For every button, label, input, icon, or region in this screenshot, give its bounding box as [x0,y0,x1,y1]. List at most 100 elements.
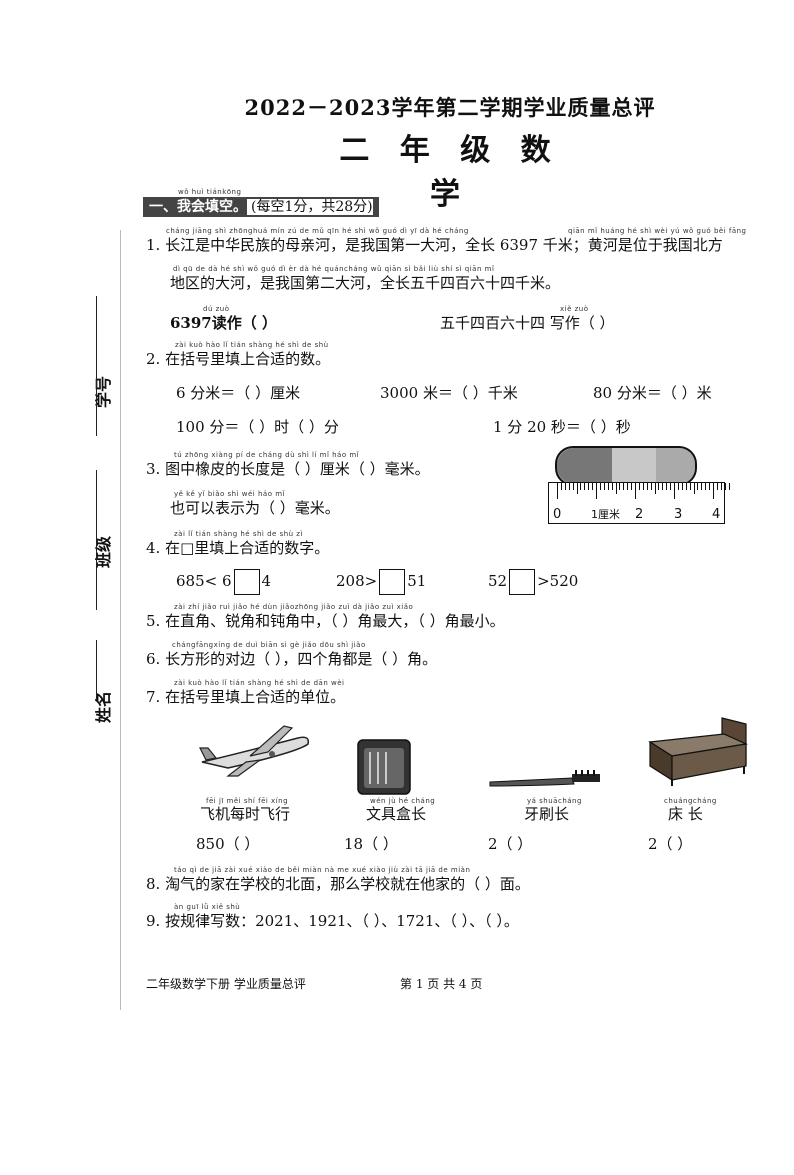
q4-pinyin: zài lǐ tián shàng hé shì de shù zì [174,530,303,538]
q1-line-2: 地区的大河，是我国第二大河，全长五千四百六十四千米。 [170,274,561,292]
ruler-label-3: 3 [674,507,683,522]
q3-line-2[interactable]: 也可以表示为（ ）毫米。 [170,499,340,517]
ruler-tick [654,483,656,494]
q7-item1-pinyin: fēi jī měi shí fēi xíng [206,797,289,805]
q7-item1-label: 飞机每时飞行 [200,805,291,823]
ruler-tick [701,483,703,490]
ruler-image: 0 1厘米 2 3 4 [548,482,730,524]
ruler-tick [677,483,679,490]
ruler-tick [580,483,582,490]
q4-a-box[interactable] [233,569,260,595]
ruler-tick [615,483,617,494]
q1-write-blank[interactable]: 五千四百六十四 写作（ ） [440,314,615,332]
airplane-image [199,725,310,777]
q3-pinyin-1: tú zhōng xiàng pí de cháng dù shì lí mǐ … [174,451,360,459]
ruler-tick [638,483,640,490]
ruler-tick [666,483,668,490]
q1-pinyin-3a: dú zuò [203,305,230,313]
q2-blank-4[interactable]: 100 分＝（ ）时（ ）分 [176,418,339,436]
ruler-tick [588,483,590,490]
name-label: 姓名 [94,690,114,724]
q7-item4-pinyin: chuángcháng [664,797,717,805]
q7-item4-label: 床 长 [668,805,703,823]
ruler-tick [623,483,625,490]
q1-pinyin-3b: xiě zuò [560,305,589,313]
ruler-tick [646,483,648,490]
q7-item3-answer[interactable]: 2（ ） [488,835,533,853]
ruler-tick [599,483,601,490]
q2-blank-1[interactable]: 6 分米＝（ ）厘米 [176,384,301,402]
q7-item2-answer[interactable]: 18（ ） [344,835,398,853]
ruler-tick [607,483,609,490]
ruler-tick [611,483,613,490]
subject-title: 二 年 级 数 学 [339,133,561,212]
q5-line[interactable]: 5. 在直角、锐角和钝角中，（ ）角最大，（ ）角最小。 [146,612,505,630]
class-line[interactable] [96,470,97,610]
q4-item-c: 52>520 [488,569,578,595]
q1-line-1: 1. 长江是中华民族的母亲河，是我国第一大河，全长 6397 千米；黄河是位于我… [146,236,723,254]
exam-title: 2022－2023学年第二学期学业质量总评 [244,95,656,120]
ruler-tick [670,483,672,490]
footer-left: 二年级数学下册 学业质量总评 [146,977,306,991]
ruler-tick [662,483,664,490]
pencil-box-image [357,739,411,795]
class-label: 班级 [94,535,114,569]
q4-a-left: 685< 6 [176,572,232,590]
ruler-label-2: 2 [635,507,644,522]
ruler-tick [627,483,629,490]
ruler-tick [689,483,691,490]
q7-item3-pinyin: yá shuācháng [527,797,582,805]
section1-heading: 一、我会填空。(每空1分，共28分) [143,197,379,217]
ruler-tick [631,483,633,490]
bed-image [648,717,749,786]
ruler-tick [603,483,605,490]
q7-pinyin: zài kuò hào lǐ tián shàng hé shì de dān … [174,679,345,687]
ruler-tick [568,483,570,490]
q9-line[interactable]: 9. 按规律写数：2021、1921、（ ）、1721、（ ）、（ ）。 [146,912,519,930]
q2-blank-2[interactable]: 3000 米＝（ ）千米 [380,384,518,402]
q8-line[interactable]: 8. 淘气的家在学校的北面，那么学校就在他家的（ ）面。 [146,875,530,893]
q5-pinyin: zài zhí jiǎo ruì jiǎo hé dùn jiǎozhōng j… [174,603,414,611]
q4-b-box[interactable] [379,569,406,595]
ruler-tick [724,483,726,490]
q7-item4-answer[interactable]: 2（ ） [648,835,693,853]
ruler-tick [576,483,578,494]
ruler-tick [693,483,695,494]
ruler-tick [658,483,660,490]
ruler-tick [681,483,683,490]
ruler-tick [713,483,714,499]
student-id-line[interactable] [96,296,97,436]
ruler-tick [728,483,730,490]
q2-blank-3[interactable]: 80 分米＝（ ）米 [593,384,712,402]
q2-blank-5[interactable]: 1 分 20 秒＝（ ）秒 [493,418,631,436]
ruler-label-1: 1厘米 [591,508,620,521]
ruler-tick [619,483,621,490]
ruler-tick [584,483,586,490]
q6-pinyin: chángfāngxíng de duì biān sì gè jiǎo dōu… [172,641,366,649]
q7-item3-label: 牙刷长 [524,805,570,823]
q2-pinyin: zài kuò hào lǐ tián shàng hé shì de shù [175,341,329,349]
q7-item2-pinyin: wén jù hé cháng [370,797,436,805]
q3-line-1[interactable]: 3. 图中橡皮的长度是（ ）厘米（ ）毫米。 [146,460,430,478]
q6-line[interactable]: 6. 长方形的对边（ ），四个角都是（ ）角。 [146,650,438,668]
ruler-tick [557,483,558,499]
ruler-tick [572,483,574,490]
q8-pinyin: táo qì de jiā zài xué xiào de běi miàn n… [174,866,471,874]
ruler-tick [720,483,722,490]
q4-c-box[interactable] [509,569,536,595]
ruler-tick [705,483,707,490]
ruler-tick [596,483,597,499]
q4-c-left: 52 [488,572,508,590]
q7-item1-answer[interactable]: 850（ ） [196,835,260,853]
binding-line [120,230,121,1010]
footer-page: 第 1 页 共 4 页 [400,977,483,991]
q1-read-blank[interactable]: 6397读作（ ） [170,314,277,332]
section1-pinyin: wǒ huì tiánkōng [178,188,242,196]
q9-pinyin: àn guī lǜ xiě shù [174,903,241,911]
section1-points: (每空1分，共28分) [247,199,373,215]
ruler-tick [674,483,675,499]
ruler-tick [650,483,652,490]
q4-item-b: 208>51 [336,569,426,595]
ruler-tick [635,483,636,499]
name-line[interactable] [96,640,97,700]
